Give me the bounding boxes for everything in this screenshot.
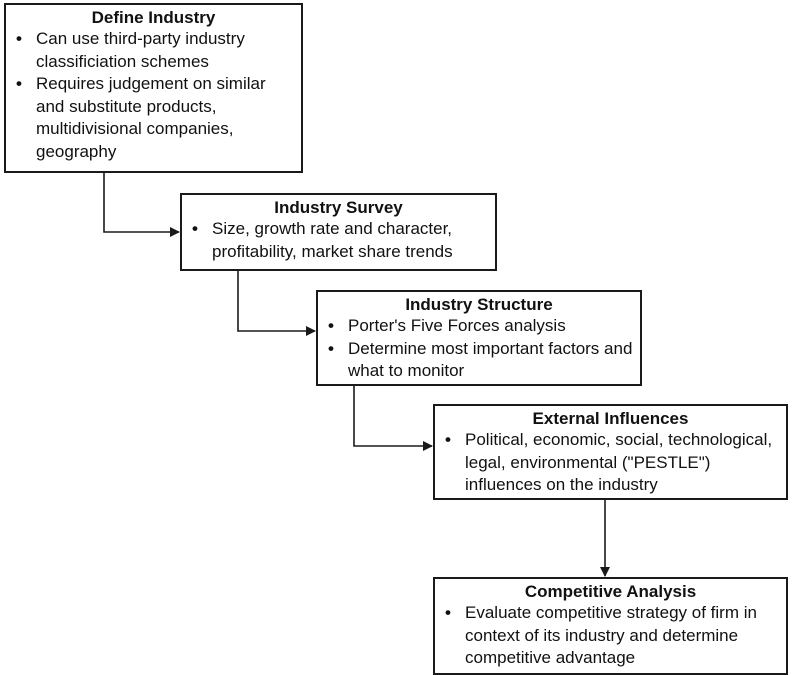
bullet-item: Political, economic, social, technologic… — [445, 429, 782, 497]
step-define-industry: Define Industry Can use third-party indu… — [4, 3, 303, 173]
arrow-structure-to-external — [353, 386, 433, 451]
bullet-list: Political, economic, social, technologic… — [435, 429, 786, 497]
bullet-item: Requires judgement on similar and substi… — [16, 73, 297, 163]
bullet-list: Size, growth rate and character, profita… — [182, 218, 495, 263]
step-title: Define Industry — [91, 8, 216, 27]
bullet-item: Size, growth rate and character, profita… — [192, 218, 491, 263]
step-competitive-analysis: Competitive Analysis Evaluate competitiv… — [433, 577, 788, 675]
arrow-survey-to-structure — [237, 270, 316, 336]
bullet-list: Porter's Five Forces analysis Determine … — [318, 315, 640, 383]
bullet-list: Evaluate competitive strategy of firm in… — [435, 602, 786, 670]
step-title: External Influences — [532, 409, 689, 428]
bullet-item: Determine most important factors and wha… — [328, 338, 636, 383]
step-industry-survey: Industry Survey Size, growth rate and ch… — [180, 193, 497, 271]
step-title: Competitive Analysis — [524, 582, 697, 601]
step-industry-structure: Industry Structure Porter's Five Forces … — [316, 290, 642, 386]
bullet-item: Porter's Five Forces analysis — [328, 315, 636, 338]
step-title: Industry Survey — [274, 198, 403, 217]
arrow-define-to-survey — [103, 172, 180, 237]
step-title: Industry Structure — [405, 295, 553, 314]
bullet-item: Can use third-party industry classificia… — [16, 28, 297, 73]
step-external-influences: External Influences Political, economic,… — [433, 404, 788, 500]
bullet-item: Evaluate competitive strategy of firm in… — [445, 602, 782, 670]
bullet-list: Can use third-party industry classificia… — [6, 28, 301, 163]
